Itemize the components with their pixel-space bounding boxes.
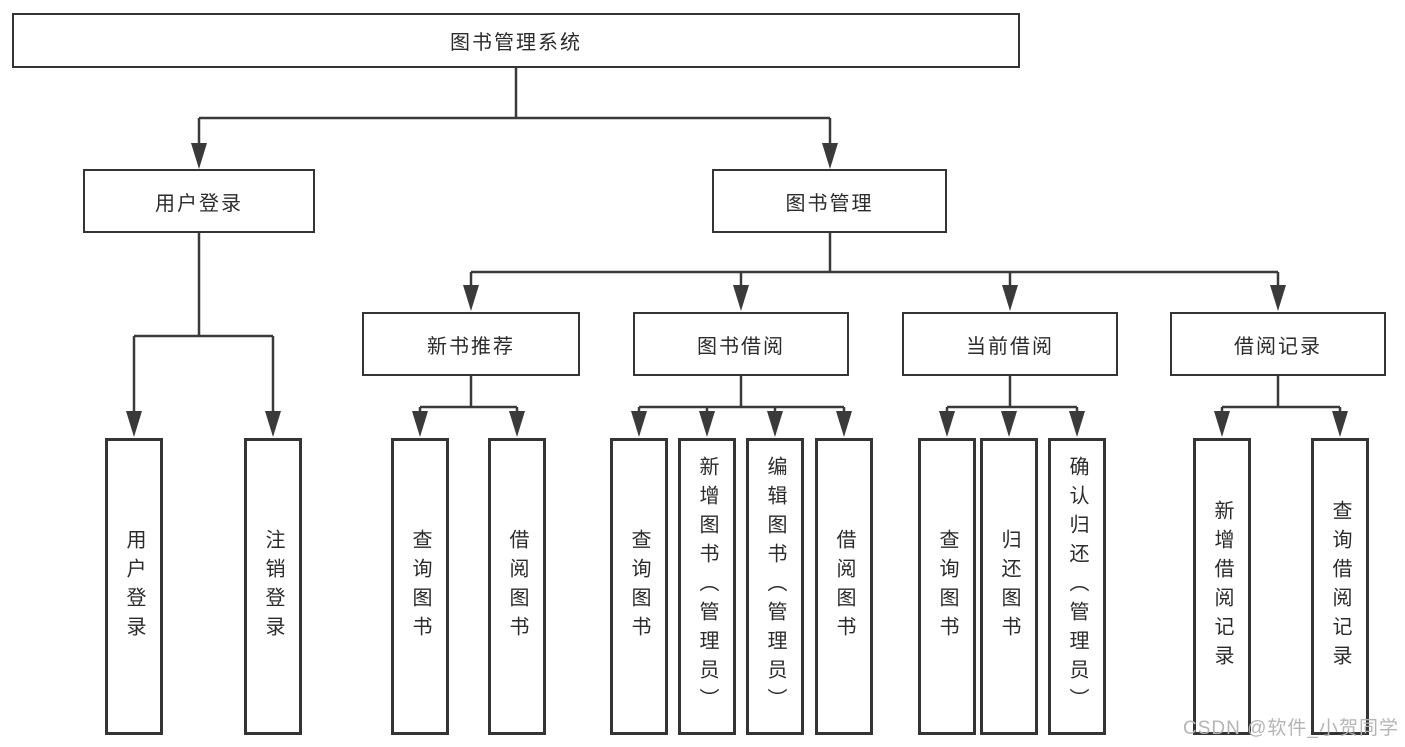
leaf-logout-label: 注销登录 xyxy=(262,528,284,645)
connector-book-borrow-to-leaves xyxy=(631,376,852,437)
leaf-current-confirm-return-admin: 确认归还（管理员） xyxy=(1048,438,1106,735)
leaf-records-query-record-label: 查询借阅记录 xyxy=(1329,499,1351,674)
connector-borrow-records-to-leaves xyxy=(1214,376,1348,437)
leaf-borrow-add-books-admin: 新增图书（管理员） xyxy=(678,438,736,735)
leaf-current-query-books-label: 查询图书 xyxy=(936,528,958,645)
node-book-borrow-label: 图书借阅 xyxy=(697,335,785,358)
leaf-current-return-books: 归还图书 xyxy=(980,438,1038,735)
node-borrow-records: 借阅记录 xyxy=(1170,312,1386,376)
node-current-borrow: 当前借阅 xyxy=(902,312,1118,376)
node-current-borrow-label: 当前借阅 xyxy=(966,335,1054,358)
leaf-records-add-record-label: 新增借阅记录 xyxy=(1211,499,1233,674)
leaf-newbook-borrow-books: 借阅图书 xyxy=(488,438,546,735)
leaf-newbook-query-books: 查询图书 xyxy=(391,438,449,735)
leaf-newbook-borrow-books-label: 借阅图书 xyxy=(506,528,528,645)
node-book-management-label: 图书管理 xyxy=(785,192,874,215)
leaf-newbook-query-books-label: 查询图书 xyxy=(409,528,431,645)
node-new-book-recommend: 新书推荐 xyxy=(362,312,580,376)
leaf-borrow-query-books-label: 查询图书 xyxy=(628,528,650,645)
leaf-current-query-books: 查询图书 xyxy=(918,438,976,735)
leaf-records-query-record: 查询借阅记录 xyxy=(1311,438,1369,735)
leaf-borrow-borrow-books-label: 借阅图书 xyxy=(833,528,855,645)
node-book-borrow: 图书借阅 xyxy=(633,312,849,376)
leaf-borrow-query-books: 查询图书 xyxy=(610,438,668,735)
node-user-login-label: 用户登录 xyxy=(155,192,243,215)
node-root: 图书管理系统 xyxy=(12,13,1020,68)
leaf-borrow-add-books-admin-label: 新增图书（管理员） xyxy=(696,456,718,717)
leaf-borrow-edit-books-admin: 编辑图书（管理员） xyxy=(746,438,804,735)
leaf-current-confirm-return-admin-label: 确认归还（管理员） xyxy=(1066,456,1088,717)
connector-new-book-to-leaves xyxy=(412,376,525,437)
node-borrow-records-label: 借阅记录 xyxy=(1234,335,1322,358)
leaf-borrow-borrow-books: 借阅图书 xyxy=(815,438,873,735)
leaf-current-return-books-label: 归还图书 xyxy=(998,528,1020,645)
node-new-book-recommend-label: 新书推荐 xyxy=(427,335,515,358)
connector-book-management-to-level3 xyxy=(463,233,1286,311)
node-book-management: 图书管理 xyxy=(712,169,947,233)
leaf-borrow-edit-books-admin-label: 编辑图书（管理员） xyxy=(764,456,786,717)
leaf-logout: 注销登录 xyxy=(244,438,302,735)
node-user-login: 用户登录 xyxy=(83,169,315,233)
connector-root-to-level2 xyxy=(191,68,838,169)
node-root-label: 图书管理系统 xyxy=(450,32,582,54)
connector-user-login-to-leaves xyxy=(126,233,281,437)
leaf-records-add-record: 新增借阅记录 xyxy=(1193,438,1251,735)
csdn-watermark: CSDN @软件_小贺同学 xyxy=(1183,718,1399,739)
leaf-user-login: 用户登录 xyxy=(105,438,163,735)
leaf-user-login-label: 用户登录 xyxy=(123,528,145,645)
connector-current-borrow-to-leaves xyxy=(939,376,1085,437)
